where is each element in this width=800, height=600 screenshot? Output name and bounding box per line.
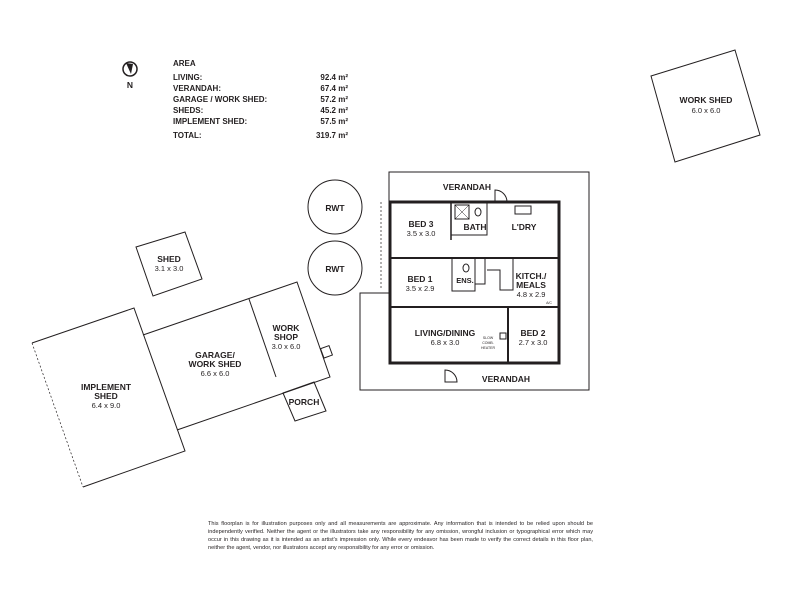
bed1-label: BED 1 xyxy=(407,274,432,284)
rainwater-tank-2: RWT xyxy=(307,240,363,296)
house: VERANDAH BED 3 3.5 x 3.0 BATH L'DRY BED … xyxy=(359,171,590,391)
laundry-label: L'DRY xyxy=(512,222,537,232)
kitchen-label: KITCH./ xyxy=(516,271,547,281)
workshed-dims: 6.0 x 6.0 xyxy=(692,106,721,115)
implement-label: IMPLEMENT xyxy=(81,382,132,392)
north-compass-icon: N xyxy=(122,61,138,90)
heater-label-3: HEATER xyxy=(481,346,495,350)
area-value: 92.4 m² xyxy=(320,73,348,82)
implement-label-2: SHED xyxy=(94,391,118,401)
area-table: AREA LIVING: 92.4 m² VERANDAH: 67.4 m² GAR… xyxy=(173,58,348,141)
disclaimer: This floorplan is for illustration purpo… xyxy=(208,521,593,551)
area-row: LIVING: 92.4 m² xyxy=(173,72,348,83)
bed3-label: BED 3 xyxy=(408,219,433,229)
area-label: LIVING: xyxy=(173,73,203,82)
rwt-label: RWT xyxy=(325,203,345,213)
ensuite-label: ENS. xyxy=(456,276,474,285)
heater-label-1: SLOW xyxy=(483,336,494,340)
garage-label-2: WORK SHED xyxy=(189,359,242,369)
area-value: 45.2 m² xyxy=(320,106,348,115)
bed2-dims: 2.7 x 3.0 xyxy=(519,338,548,347)
area-row: VERANDAH: 67.4 m² xyxy=(173,83,348,94)
workshop-label: WORK xyxy=(273,323,301,333)
workshop-dims: 3.0 x 6.0 xyxy=(272,342,301,351)
area-title: AREA xyxy=(173,59,196,68)
kitchen-dims: 4.8 x 2.9 xyxy=(517,290,546,299)
bath-label: BATH xyxy=(464,222,487,232)
bed2-label: BED 2 xyxy=(520,328,545,338)
area-label: SHEDS: xyxy=(173,106,204,115)
living-dims: 6.8 x 3.0 xyxy=(431,338,460,347)
workshed-label: WORK SHED xyxy=(680,95,733,105)
verandah-top-label: VERANDAH xyxy=(443,182,491,192)
area-total-row: TOTAL: 319.7 m² xyxy=(173,130,348,141)
garage-work-shed: GARAGE/ WORK SHED 6.6 x 6.0 WORK SHOP 3.… xyxy=(142,281,334,431)
area-label: IMPLEMENT SHED: xyxy=(173,117,248,126)
shed: SHED 3.1 x 3.0 xyxy=(135,231,203,297)
bed1-dims: 3.5 x 2.9 xyxy=(406,284,435,293)
living-label: LIVING/DINING xyxy=(415,328,476,338)
area-value: 57.2 m² xyxy=(320,95,348,104)
compass-label: N xyxy=(127,80,133,90)
ac-label: A/C xyxy=(546,301,552,305)
garage-dims: 6.6 x 6.0 xyxy=(201,369,230,378)
shed-label: SHED xyxy=(157,254,181,264)
rainwater-tank-1: RWT xyxy=(307,179,363,235)
area-row: IMPLEMENT SHED: 57.5 m² xyxy=(173,116,348,127)
heater-label-2: COMB. xyxy=(482,341,494,345)
verandah-bottom-label: VERANDAH xyxy=(482,374,530,384)
area-value: 57.5 m² xyxy=(320,117,348,126)
garage-label: GARAGE/ xyxy=(195,350,235,360)
implement-shed: IMPLEMENT SHED 6.4 x 9.0 xyxy=(31,307,186,488)
area-row: SHEDS: 45.2 m² xyxy=(173,105,348,116)
work-shed-top-right: WORK SHED 6.0 x 6.0 xyxy=(650,49,761,163)
meals-label: MEALS xyxy=(516,280,546,290)
area-value: 67.4 m² xyxy=(320,84,348,93)
implement-dims: 6.4 x 9.0 xyxy=(92,401,121,410)
workshop-label-2: SHOP xyxy=(274,332,298,342)
area-label: VERANDAH: xyxy=(173,84,221,93)
total-value: 319.7 m² xyxy=(315,131,348,140)
shed-dims: 3.1 x 3.0 xyxy=(155,264,184,273)
porch-label: PORCH xyxy=(289,397,320,407)
area-label: GARAGE / WORK SHED: xyxy=(173,95,268,104)
total-label: TOTAL: xyxy=(173,131,202,140)
rwt-label: RWT xyxy=(325,264,345,274)
area-row: GARAGE / WORK SHED: 57.2 m² xyxy=(173,94,348,105)
bed3-dims: 3.5 x 3.0 xyxy=(407,229,436,238)
